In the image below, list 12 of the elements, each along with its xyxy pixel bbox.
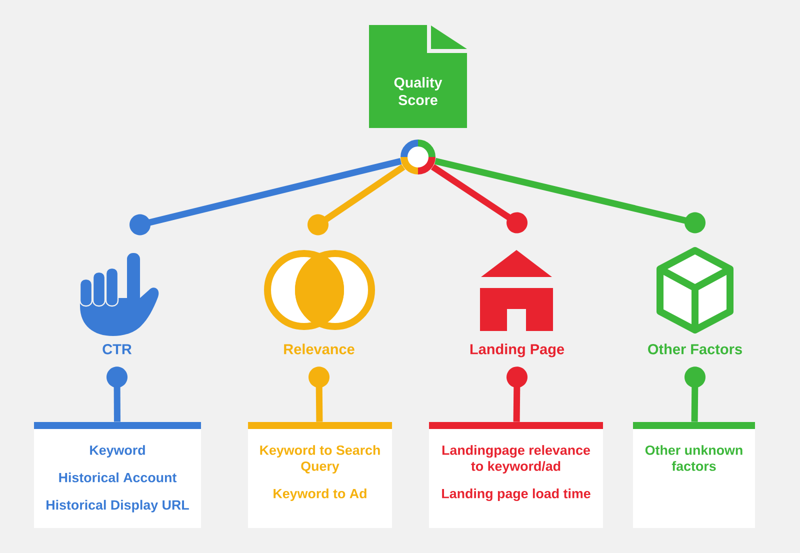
card-text: Landing page load time [442,488,590,502]
card-text: Keyword [90,445,145,458]
category-label: Landing Page [470,344,564,358]
card-text: Keyword to Search Query [260,445,380,474]
card-text: Historical Account [59,472,177,482]
card-text: Other unknown factors [645,445,742,471]
category-label: Other Factors [648,344,742,354]
category-label: CTR [102,344,132,354]
category-label: Relevance [284,344,354,354]
card-text: Historical Display URL [46,500,189,512]
card-text: Keyword to Ad [274,488,366,501]
card-text: Landingpage relevance to keyword/ad [442,445,590,474]
